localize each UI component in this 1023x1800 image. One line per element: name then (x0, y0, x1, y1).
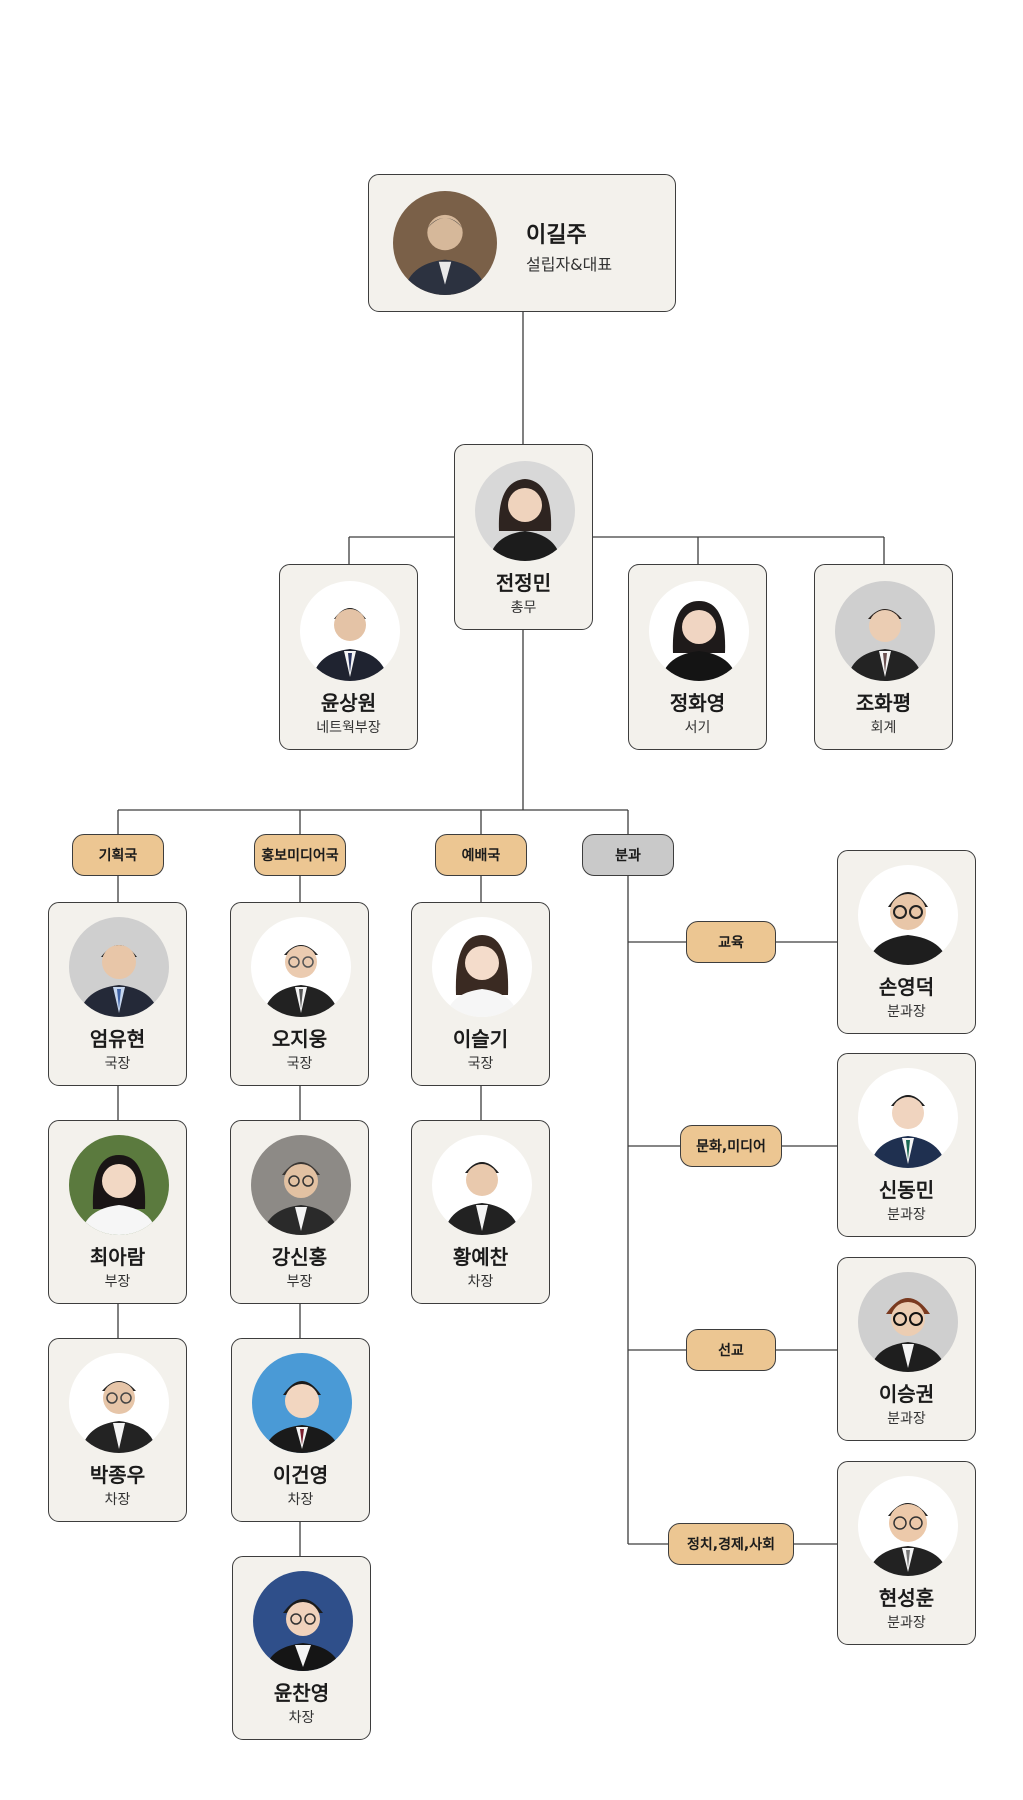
sub-head-name: 현성훈 (878, 1586, 935, 1610)
member-photo (251, 1135, 351, 1235)
sub-pill-mission: 선교 (686, 1329, 776, 1371)
staff-role-2: 서기 (684, 720, 711, 736)
member-name: 박종우 (89, 1463, 146, 1487)
member-name: 오지웅 (271, 1027, 328, 1051)
staff-card-2: 정화영 서기 (628, 564, 767, 750)
member-photo (432, 917, 532, 1017)
member-card: 윤찬영 차장 (232, 1556, 371, 1740)
member-photo (251, 917, 351, 1017)
member-card: 오지웅 국장 (230, 902, 369, 1086)
member-role: 국장 (104, 1056, 131, 1072)
member-card: 이슬기 국장 (411, 902, 550, 1086)
staff-role-1: 네트웍부장 (316, 720, 381, 736)
sub-head-card: 이승권 분과장 (837, 1257, 976, 1441)
staff-card-3: 조화평 회계 (814, 564, 953, 750)
sub-pill-culture-media: 문화,미디어 (680, 1125, 782, 1167)
member-role: 차장 (287, 1492, 314, 1508)
sub-head-role: 분과장 (887, 1411, 926, 1427)
member-card: 이건영 차장 (231, 1338, 370, 1522)
founder-photo (393, 191, 497, 295)
member-role: 부장 (104, 1274, 131, 1290)
staff-name-2: 정화영 (669, 691, 726, 715)
sub-head-photo (858, 1068, 958, 1168)
member-photo (69, 1353, 169, 1453)
secretary-name: 전정민 (495, 571, 552, 595)
dept-pill-media: 홍보미디어국 (254, 834, 346, 876)
member-name: 윤찬영 (273, 1681, 330, 1705)
member-card: 박종우 차장 (48, 1338, 187, 1522)
staff-name-3: 조화평 (855, 691, 912, 715)
member-photo (69, 1135, 169, 1235)
member-role: 국장 (467, 1056, 494, 1072)
staff-role-3: 회계 (870, 720, 897, 736)
dept-pill-subcommittee: 분과 (582, 834, 674, 876)
staff-photo-3 (835, 581, 935, 681)
member-role: 국장 (286, 1056, 313, 1072)
member-role: 차장 (288, 1710, 315, 1726)
member-name: 황예찬 (452, 1245, 509, 1269)
sub-head-card: 신동민 분과장 (837, 1053, 976, 1237)
member-name: 엄유현 (89, 1027, 146, 1051)
member-card: 최아람 부장 (48, 1120, 187, 1304)
sub-head-name: 이승권 (878, 1382, 935, 1406)
sub-head-photo (858, 1272, 958, 1372)
staff-photo-1 (300, 581, 400, 681)
founder-name: 이길주 (526, 223, 587, 248)
staff-name-1: 윤상원 (320, 691, 377, 715)
member-photo (69, 917, 169, 1017)
secretary-card: 전정민 총무 (454, 444, 593, 630)
staff-photo-2 (649, 581, 749, 681)
sub-head-name: 신동민 (878, 1178, 935, 1202)
member-name: 이건영 (272, 1463, 329, 1487)
sub-head-role: 분과장 (887, 1207, 926, 1223)
founder-role: 설립자&대표 (526, 255, 613, 274)
member-role: 차장 (467, 1274, 494, 1290)
sub-head-name: 손영덕 (878, 975, 935, 999)
member-photo (253, 1571, 353, 1671)
sub-head-role: 분과장 (887, 1615, 926, 1631)
sub-head-photo (858, 865, 958, 965)
member-photo (432, 1135, 532, 1235)
member-card: 황예찬 차장 (411, 1120, 550, 1304)
sub-head-role: 분과장 (887, 1004, 926, 1020)
member-name: 최아람 (89, 1245, 146, 1269)
sub-head-card: 현성훈 분과장 (837, 1461, 976, 1645)
sub-pill-education: 교육 (686, 921, 776, 963)
member-name: 강신홍 (271, 1245, 328, 1269)
member-card: 엄유현 국장 (48, 902, 187, 1086)
dept-pill-worship: 예배국 (435, 834, 527, 876)
secretary-photo (475, 461, 575, 561)
member-role: 부장 (286, 1274, 313, 1290)
secretary-role: 총무 (510, 600, 537, 616)
member-role: 차장 (104, 1492, 131, 1508)
sub-pill-politics: 정치,경제,사회 (668, 1523, 794, 1565)
member-card: 강신홍 부장 (230, 1120, 369, 1304)
sub-head-photo (858, 1476, 958, 1576)
member-name: 이슬기 (452, 1027, 509, 1051)
staff-card-1: 윤상원 네트웍부장 (279, 564, 418, 750)
sub-head-card: 손영덕 분과장 (837, 850, 976, 1034)
dept-pill-planning: 기획국 (72, 834, 164, 876)
member-photo (252, 1353, 352, 1453)
founder-card: 이길주 설립자&대표 (368, 174, 676, 312)
